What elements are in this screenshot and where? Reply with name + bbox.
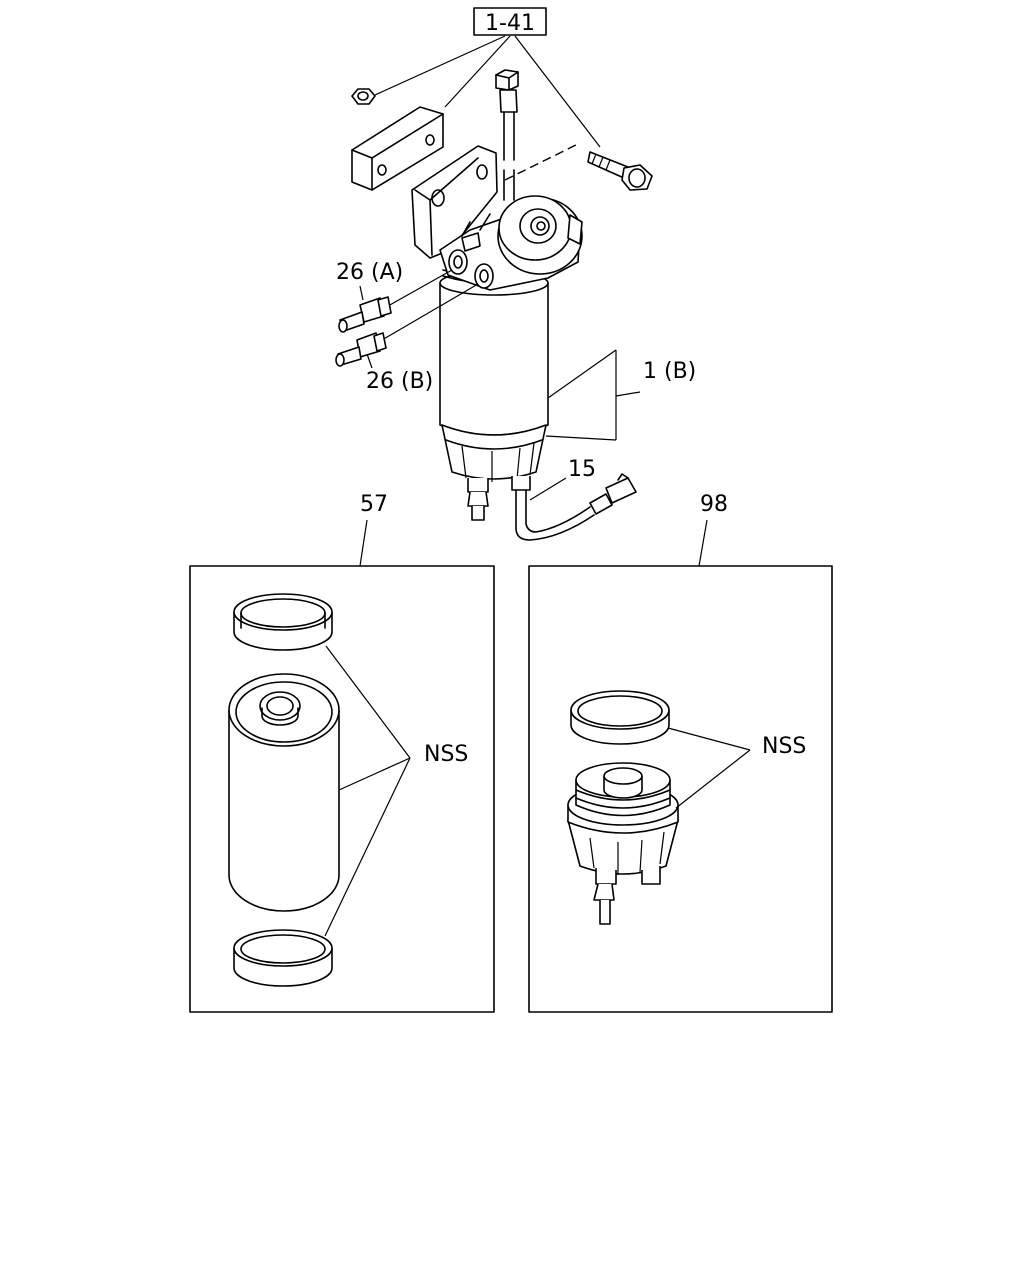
leader-26a [359,285,364,301]
filter-housing [439,269,549,436]
sensor-wire-top [495,69,519,201]
nss-leaders-left [324,645,411,937]
mounting-bolt [504,142,653,191]
leader-98 [698,519,708,567]
fitting-26a [338,269,453,333]
label-26b: 26 (B) [366,369,433,394]
o-ring-bottom-57 [233,929,333,987]
filter-head-bracket [411,145,498,259]
filter-element-57 [228,673,340,912]
fitting-26b [335,283,479,367]
label-57: 57 [360,492,388,517]
reference-box[interactable]: 1-41 [473,7,547,36]
label-15: 15 [568,457,596,482]
leader-57 [359,519,368,567]
filter-bowl-98 [567,762,679,925]
nss-leaders-right [667,727,751,809]
reference-label: 1-41 [485,11,535,36]
kit-98-panel[interactable] [528,565,833,1013]
priming-pump [497,195,583,275]
o-ring-98 [570,690,670,745]
label-98: 98 [700,492,728,517]
reference-leader-lines [374,35,601,148]
hex-nut [351,88,376,105]
filter-bowl [441,424,547,521]
label-nss-left: NSS [424,742,468,767]
o-ring-top-57 [233,593,333,651]
label-26a: 26 (A) [336,260,403,285]
label-nss-right: NSS [762,734,806,759]
leader-15 [529,477,567,501]
label-1b: 1 (B) [643,359,696,384]
spacer-plate [351,106,444,191]
drain-hose [515,473,637,541]
leader-26b [366,353,373,369]
leader-1b [545,349,641,441]
